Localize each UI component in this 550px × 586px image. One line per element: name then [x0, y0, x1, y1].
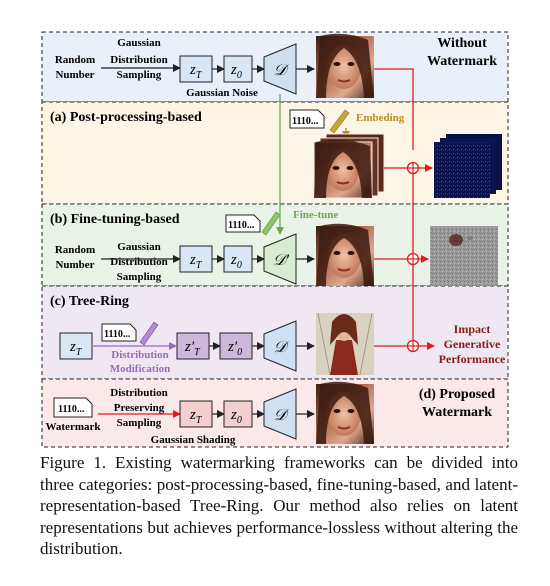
gaussian-shading-label: Gaussian Shading: [151, 434, 236, 446]
impact-label-1: Impact: [454, 322, 491, 336]
z0-2: z0: [230, 252, 242, 271]
svg-text:1110...: 1110...: [58, 404, 85, 415]
decoder-d: [263, 388, 297, 440]
dps-label-2: Preserving: [114, 402, 165, 414]
proposed-title-2: Watermark: [422, 405, 492, 420]
gauss-label-1b: Distribution: [110, 54, 167, 66]
dps-label-3: Sampling: [117, 417, 162, 429]
decoder-symbol-d: 𝒟: [274, 407, 290, 424]
gauss-label-1c: Sampling: [117, 69, 162, 81]
zT-1: zT: [189, 62, 203, 81]
diff-image-b: [430, 226, 498, 286]
pen-icon-a: [329, 109, 350, 134]
portrait-image-1: [316, 33, 374, 98]
gauss-label-1a: Gaussian: [117, 37, 160, 49]
code-tag-a: 1110...: [289, 109, 325, 129]
zT-prime-box: [176, 332, 210, 360]
section-a-title: (a) Post-processing-based: [50, 110, 202, 125]
zT-box-d: [179, 400, 213, 428]
z0-prime-box: [219, 332, 253, 360]
zT-d: zT: [189, 407, 203, 426]
proposed-title-1: (d) Proposed: [419, 387, 496, 402]
gauss-label-2c: Sampling: [117, 271, 162, 283]
portrait-stack-a: [313, 133, 385, 199]
number-label-2: Number: [55, 259, 94, 271]
zT-2: zT: [189, 252, 203, 271]
mod-label-2: Modification: [110, 363, 171, 375]
random-label-1: Random: [55, 54, 95, 66]
portrait-image-2: [316, 223, 374, 286]
code-tag-d: 1110...: [53, 397, 93, 418]
z0-box-1: [223, 55, 253, 83]
decoder-c: [263, 320, 297, 372]
code-tag-c: 1110...: [101, 323, 137, 342]
decoder-1: [263, 43, 297, 95]
portrait-image-d: [316, 381, 374, 444]
watermark-label: Watermark: [46, 421, 102, 433]
z0-box-d: [223, 400, 253, 428]
random-label-2: Random: [55, 244, 95, 256]
framework-diagram: Random Number Gaussian Distribution Samp…: [41, 31, 509, 448]
decoder-symbol-c: 𝒟: [274, 339, 290, 356]
portrait-image-c: [316, 312, 374, 376]
z0-d: z0: [230, 407, 242, 426]
number-label-1: Number: [55, 69, 94, 81]
section-b-title: (b) Fine-tuning-based: [50, 212, 180, 227]
decoder-symbol-2: 𝒟′: [273, 252, 290, 269]
mod-label-1: Distribution: [111, 349, 168, 361]
impact-label-2: Generative: [444, 337, 501, 351]
section-post-processing: [41, 101, 509, 205]
zT-box-2: [179, 245, 213, 273]
gauss-label-2a: Gaussian: [117, 241, 160, 253]
zT-prime: z′T: [184, 339, 201, 358]
finetune-label: Fine-tune: [293, 209, 338, 221]
section-c-title: (c) Tree-Ring: [50, 294, 129, 309]
without-title-1: Without: [437, 36, 487, 51]
gaussian-noise-label: Gaussian Noise: [186, 87, 258, 99]
code-tag-b: 1110...: [225, 214, 261, 233]
noise-stack-a: [434, 134, 502, 198]
figure-caption: Figure 1. Existing watermarking framewor…: [40, 453, 518, 558]
z0-prime: z′0: [227, 339, 242, 358]
zT-c-input: zT: [69, 339, 83, 358]
gauss-label-2b: Distribution: [110, 256, 167, 268]
impact-label-3: Performance: [439, 352, 506, 366]
svg-text:1110...: 1110...: [228, 220, 255, 231]
svg-text:1110...: 1110...: [292, 116, 319, 127]
pen-icon-c: [139, 321, 159, 346]
embed-label: Embeding: [356, 112, 405, 124]
z0-1: z0: [230, 62, 242, 81]
without-title-2: Watermark: [427, 54, 497, 69]
decoder-symbol-1: 𝒟: [274, 62, 290, 79]
z0-box-2: [223, 245, 253, 273]
arrow-top-red: [374, 68, 414, 150]
dps-label-1: Distribution: [110, 387, 167, 399]
svg-text:1110...: 1110...: [104, 329, 131, 340]
decoder-finetuned: [263, 233, 297, 285]
